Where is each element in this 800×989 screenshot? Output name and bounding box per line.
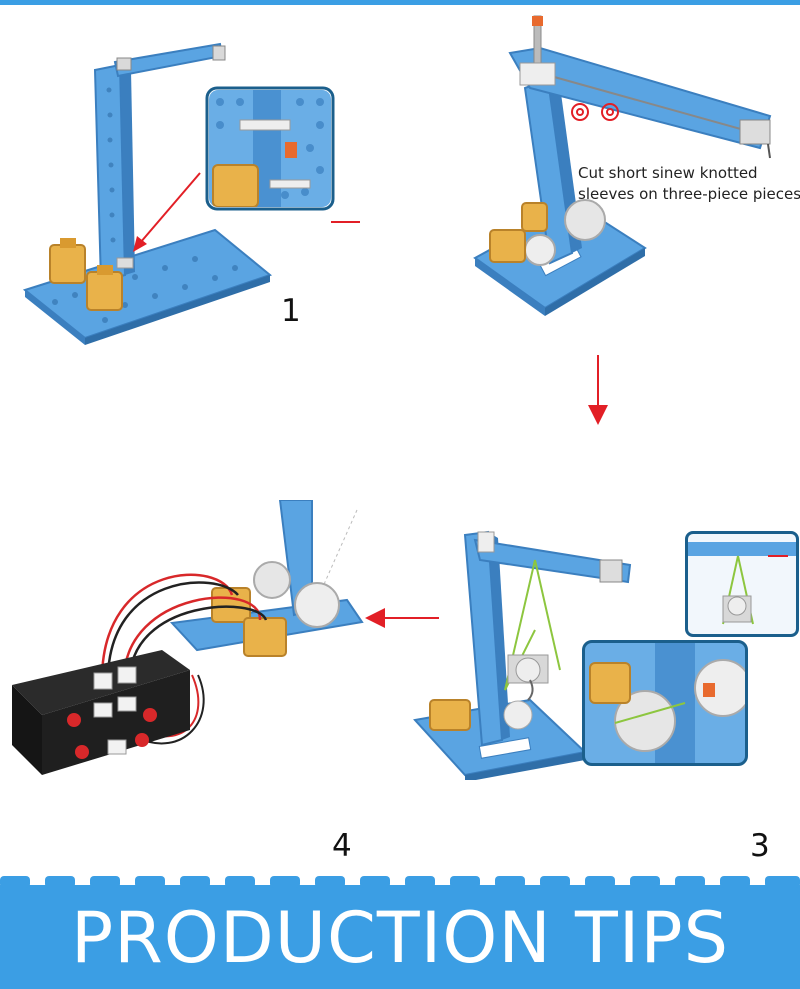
step-3-inset-top (685, 531, 799, 637)
step-1-illustration (22, 42, 360, 345)
inset-detail-illustration (688, 542, 796, 625)
arrow-down-icon (588, 355, 608, 425)
step-number: 4 (332, 828, 352, 864)
gear-detail-illustration (589, 643, 745, 763)
arrow-left-icon (365, 608, 439, 628)
step-number: 3 (750, 828, 770, 864)
step-number: 1 (281, 293, 301, 329)
step-2-callout: Cut short sinew knotted sleeves on three… (578, 163, 800, 205)
step-2-illustration (473, 15, 772, 316)
callout-line: Cut short sinew knotted (578, 164, 758, 182)
banner-title: PRODUCTION TIPS (70, 897, 730, 979)
production-tips-banner (0, 876, 800, 989)
callout-line: sleeves on three-piece pieces (578, 185, 800, 203)
top-accent-bar (0, 0, 800, 5)
step-4-illustration (12, 500, 364, 775)
step-3-inset-bottom (582, 640, 748, 766)
step-3-illustration (413, 530, 632, 780)
